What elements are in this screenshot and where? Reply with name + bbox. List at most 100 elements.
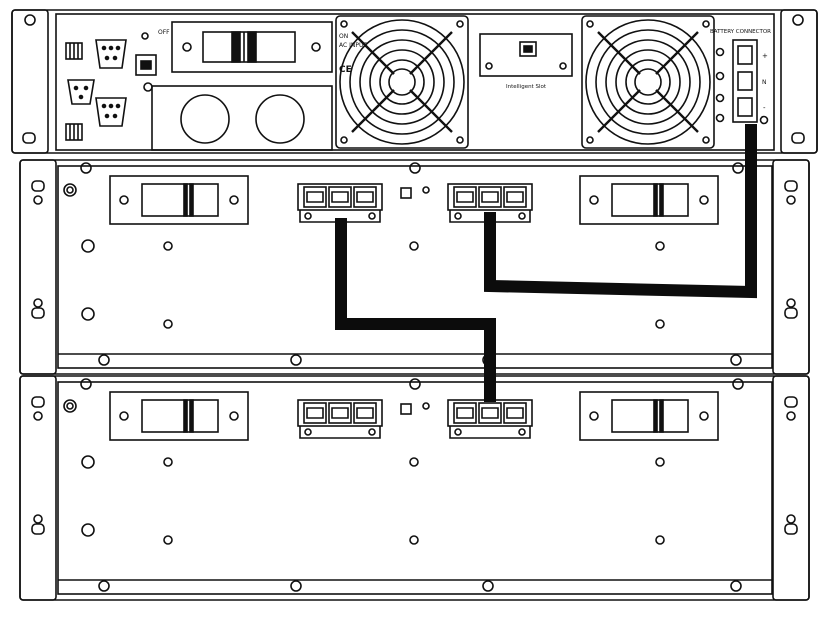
breaker-switch-icon: [579, 391, 719, 441]
terminal-minus: -: [763, 104, 766, 112]
breaker-handle: [141, 183, 219, 217]
connector-contact: [506, 407, 524, 419]
breaker-handle: [611, 399, 689, 433]
ear-slot: [784, 523, 798, 535]
intelligent-slot: Intelligent Slot: [479, 33, 573, 90]
screw-icon: [715, 47, 725, 57]
screw-icon: [368, 428, 376, 436]
ups-unit: OFF ON AC INPUT CE Intelligent Slot BATT…: [11, 9, 818, 154]
module-chassis: [19, 159, 810, 375]
anderson-connector-icon: [297, 399, 383, 439]
screw-icon: [163, 241, 173, 251]
screw-icon: [304, 428, 312, 436]
ups-rear-panel: [55, 13, 775, 151]
battery-module-1: [19, 159, 810, 375]
connector-contact: [331, 407, 349, 419]
screw-icon: [518, 428, 526, 436]
screw-icon: [229, 195, 239, 205]
connector-contact: [306, 191, 324, 203]
module-right-ear: [772, 375, 810, 601]
battery-cables: [335, 124, 757, 402]
ups-to-module1-cable: [484, 124, 757, 299]
indicator-dot: [422, 186, 430, 194]
breaker-plate: [579, 175, 719, 225]
screw-icon: [409, 378, 421, 390]
screw-icon: [340, 20, 348, 28]
battery-label: BATTERY CONNECTOR: [710, 29, 771, 35]
ac-label-2: AC INPUT: [339, 42, 367, 49]
breaker-stripe: [659, 183, 664, 217]
screw-icon: [98, 354, 110, 366]
screw-icon: [730, 354, 742, 366]
ear-slot: [784, 307, 798, 319]
input-breaker: [171, 21, 333, 73]
fan-grille-icon: [581, 15, 715, 149]
fan-ring: [634, 68, 662, 96]
fan-spoke: [351, 89, 395, 133]
screw-icon: [409, 241, 419, 251]
connector-contact: [356, 407, 374, 419]
usb-port-icon: [135, 54, 157, 76]
connector-contact: [506, 191, 524, 203]
ups-right-ear: [780, 9, 818, 154]
fan-spoke: [409, 89, 453, 133]
ear-slot: [22, 132, 36, 144]
screw-icon: [311, 42, 321, 52]
breaker-plate: [171, 21, 333, 73]
screw-icon: [33, 195, 43, 205]
screw-icon: [290, 354, 302, 366]
module-face: [57, 165, 773, 369]
screw-icon: [143, 82, 153, 92]
fan-ring: [615, 49, 681, 115]
ear-slot: [31, 523, 45, 535]
db9-port-icon: [67, 79, 95, 105]
screw-icon: [702, 20, 710, 28]
anderson-connector-icon: [447, 183, 533, 223]
screw-icon: [730, 580, 742, 592]
screw-icon: [454, 428, 462, 436]
breaker-plate: [109, 175, 249, 225]
connector-pole: [503, 186, 527, 208]
indicator-dot: [422, 402, 430, 410]
breaker-stripe: [189, 399, 194, 433]
screw-icon: [141, 32, 149, 40]
breaker-stripe: [653, 183, 658, 217]
connector-pole: [328, 186, 352, 208]
connector-pole: [328, 402, 352, 424]
screw-icon: [586, 20, 594, 28]
connector-contact: [356, 191, 374, 203]
connector-contact: [306, 407, 324, 419]
screw-icon: [290, 580, 302, 592]
connector-body: [297, 399, 383, 427]
fan-frame: [335, 15, 469, 149]
connector-contact: [331, 191, 349, 203]
connector-body: [447, 399, 533, 427]
fan-spoke: [351, 31, 395, 75]
fan-spoke: [655, 89, 699, 133]
battery-connector: BATTERY CONNECTOR + N -: [710, 29, 771, 125]
battery-terminal-block: [732, 39, 758, 123]
ear-slot: [784, 180, 798, 192]
screw-icon: [715, 71, 725, 81]
rj-jack-icon: [65, 42, 83, 60]
connector-pole: [453, 402, 477, 424]
screw-icon: [482, 580, 494, 592]
screw-icon: [80, 378, 92, 390]
anderson-connector-icon: [447, 399, 533, 439]
screw-icon: [81, 307, 95, 321]
connector-contact: [481, 407, 499, 419]
screw-icon: [304, 212, 312, 220]
indicator-square: [400, 187, 412, 199]
fan-spoke: [597, 89, 641, 133]
module-right-ear: [772, 159, 810, 375]
breaker-switch-icon: [579, 175, 719, 225]
module-chassis: [19, 375, 810, 601]
screw-icon: [699, 195, 709, 205]
anderson-connector-icon: [297, 183, 383, 223]
db9-port-icon: [95, 39, 127, 69]
screw-icon: [24, 14, 36, 26]
screw-icon: [655, 241, 665, 251]
usb-port-icon[interactable]: [519, 41, 537, 57]
screw-icon: [559, 62, 567, 70]
